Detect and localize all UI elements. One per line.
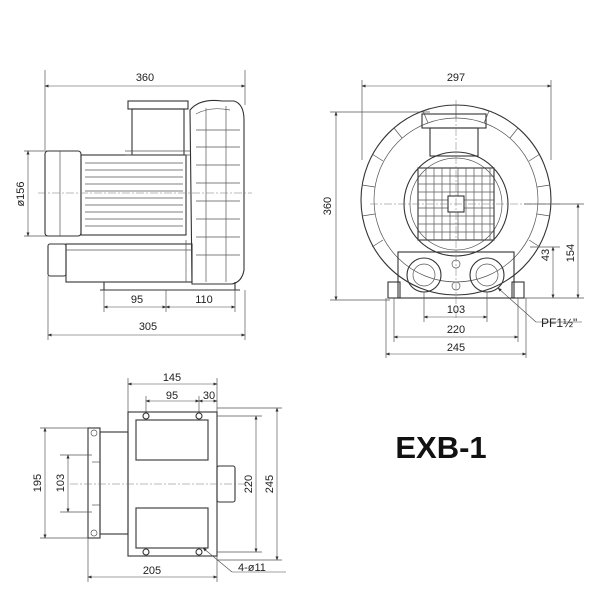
dim-axis-height-label: 154 [565, 244, 577, 262]
dim-top-30-label: 30 [203, 390, 215, 402]
bottom-view: 145 95 30 195 [32, 372, 286, 582]
base-support [65, 243, 193, 283]
mounting-hole [142, 412, 150, 420]
dim-total-length-label: 360 [136, 72, 154, 84]
dim-foot-right-label: 110 [195, 294, 213, 306]
dim-feet: 95 110 [103, 290, 236, 312]
dim-height-label: 360 [322, 197, 334, 215]
model-title: EXB-1 [395, 430, 486, 465]
side-port-flange [47, 243, 67, 277]
bottom-window-top [135, 419, 209, 461]
housing-ribs [195, 106, 240, 282]
mounting-hole [195, 548, 203, 556]
bottom-flange [87, 427, 101, 539]
mounting-hole [195, 412, 203, 420]
dim-width: 297 [361, 72, 552, 160]
dim-left-103-label: 103 [55, 474, 67, 492]
port-label: PF1½" [541, 316, 577, 330]
dim-foot-left-label: 95 [131, 294, 143, 306]
dim-foot-inner-label: 220 [447, 324, 465, 336]
dim-top-95-label: 95 [166, 390, 178, 402]
dim-left-195-label: 195 [32, 474, 44, 492]
dim-width-label: 297 [447, 72, 465, 84]
bottom-window-bottom [135, 507, 209, 549]
dim-base-length-label: 305 [139, 321, 157, 333]
cooling-fins [85, 162, 183, 227]
dim-right-front: 43 154 [524, 203, 584, 299]
dim-right-bottomview: 220 245 [217, 407, 282, 561]
port-right [469, 257, 505, 293]
dim-left-bottomview: 195 103 [32, 427, 92, 539]
motor-body [80, 154, 187, 236]
mounting-holes [142, 412, 203, 556]
dim-base-length: 305 [47, 276, 246, 340]
dim-top-bottomview: 145 95 30 [127, 372, 218, 420]
port-left [406, 257, 442, 293]
dim-outlet-spacing-label: 103 [447, 304, 465, 316]
side-view: 360 ø156 [15, 70, 252, 340]
terminal-box-cap [127, 100, 189, 110]
dim-total-length: 360 [44, 70, 246, 150]
dim-diameter-label: ø156 [15, 181, 27, 206]
dim-bottom-205-label: 205 [143, 565, 161, 577]
motor-end-cap [44, 150, 82, 237]
dim-outlet-height-label: 43 [540, 249, 552, 261]
dim-height: 360 [322, 111, 430, 301]
dim-bottom-front: 103 220 245 [385, 292, 527, 358]
dim-foot-outer-label: 245 [447, 342, 465, 354]
front-view: 297 360 [322, 72, 584, 358]
dim-diameter: ø156 [15, 150, 58, 237]
blower-housing [189, 99, 245, 285]
hole-label: 4-ø11 [238, 562, 266, 574]
dim-right-245-label: 245 [264, 475, 276, 493]
terminal-box [131, 108, 185, 156]
hole-callout: 4-ø11 [202, 547, 286, 574]
front-terminal-body [429, 127, 479, 157]
dim-bottom-205: 205 [87, 538, 218, 582]
dim-right-220-label: 220 [243, 475, 255, 493]
port-block [397, 251, 515, 299]
front-terminal-box [421, 113, 487, 129]
port-callout: PF1½" [497, 287, 582, 330]
dim-top-145-label: 145 [163, 372, 181, 384]
mounting-hole [142, 548, 150, 556]
